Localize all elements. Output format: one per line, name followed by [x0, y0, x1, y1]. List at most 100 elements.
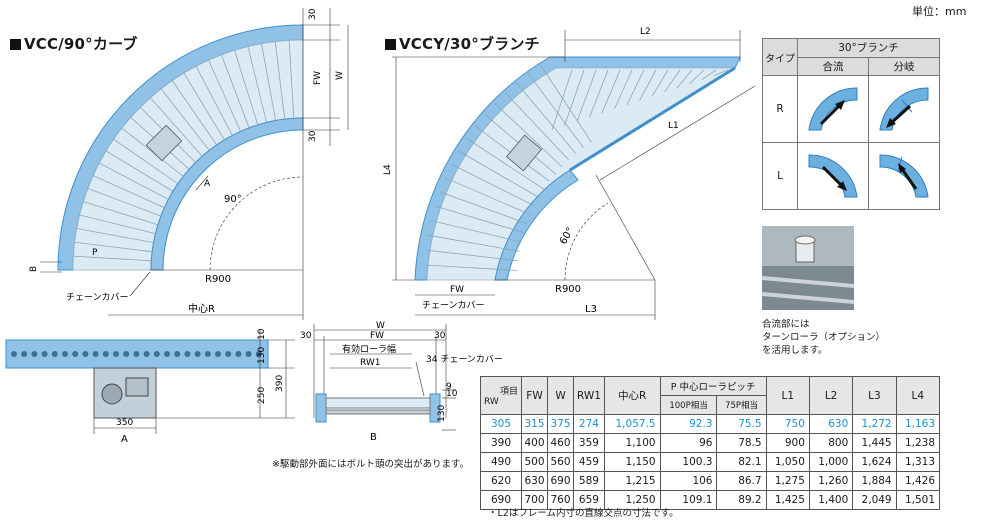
curve-label-p: P: [92, 248, 98, 258]
branch-drawing: L2 L1 L4 60° FW R900 チェーンカバー L3: [383, 27, 756, 320]
view-a-roller-dot: [133, 351, 140, 357]
curve-roller-line: [208, 60, 241, 132]
curve-roller-line: [234, 50, 259, 126]
unit-label: 単位：mm: [912, 5, 967, 18]
branch-roller-line: [425, 249, 519, 262]
spec-cell: 1,501: [895, 490, 941, 510]
curve-r900-label: R900: [205, 274, 231, 285]
branch-roller-line: [639, 69, 657, 101]
spec-cell: 100.3: [659, 452, 718, 472]
branch-roller-line: [551, 69, 573, 131]
view-b-rw1-title: 有効ローラ幅: [342, 343, 396, 355]
branch-roller-line: [576, 69, 597, 122]
spec-cell-rw: 620: [480, 471, 522, 491]
merge-header: 合流: [797, 56, 869, 76]
spec-cell: 1,400: [808, 490, 854, 510]
branch-header: 30°ブランチ: [797, 38, 940, 58]
curve-angle-label: 90°: [224, 194, 242, 205]
view-a-drawing: 10 130 250 390 350 A: [5, 328, 295, 445]
spec-cell: 630: [808, 414, 854, 434]
spec-cell: 460: [547, 433, 575, 453]
spec-cell: 359: [573, 433, 605, 453]
curve-label-a: A: [204, 179, 211, 189]
view-a-dim-130: 130: [257, 347, 267, 364]
curve-roller-line: [121, 127, 184, 177]
spec-cell: 400: [520, 433, 549, 453]
branch-roller-line: [689, 69, 705, 85]
spec-header-rw: RW: [484, 397, 499, 407]
spec-col-fw: FW: [520, 376, 549, 415]
split-header: 分岐: [868, 56, 940, 76]
curve-roller-line: [76, 228, 154, 243]
view-a-roller-dot: [92, 351, 99, 357]
curve-roller-line: [160, 88, 210, 151]
curve-roller-line: [221, 54, 250, 129]
spec-cell: 75.5: [716, 414, 767, 434]
spec-cell: 1,000: [808, 452, 854, 472]
spec-col-center-r: 中心R: [603, 376, 661, 415]
spec-cell: 1,250: [603, 490, 661, 510]
spec-cell: 1,057.5: [603, 414, 661, 434]
branch-roller-line: [424, 264, 518, 271]
curve-roller-line: [274, 41, 286, 120]
branch-roller-line: [444, 177, 531, 216]
drive-note: ※駆動部外面にはボルト頭の突出があります。: [272, 459, 470, 470]
view-b-dim-w: W: [376, 321, 385, 331]
r-split-cell: [868, 75, 940, 143]
view-b-left-frame: [315, 393, 327, 423]
curve-chain-cover-label: チェーンカバー: [66, 292, 129, 303]
view-a-roller-dot: [245, 351, 252, 357]
view-b-dim-30-right: 30: [434, 331, 446, 341]
curve-dim-w: W: [335, 71, 345, 80]
curve-roller-line: [195, 66, 233, 136]
spec-cell: 690: [547, 471, 575, 491]
spec-cell: 589: [573, 471, 605, 491]
spec-cell: 1,260: [808, 471, 854, 491]
photo-caption-line-2: ターンローラ（オプション）: [762, 332, 886, 343]
l-split-icon: [879, 153, 929, 197]
view-a-roller-dot: [62, 351, 68, 357]
branch-roller-line: [701, 69, 717, 80]
curve-roller-line: [288, 40, 295, 119]
spec-cell: 92.3: [659, 414, 718, 434]
view-b-roller: [325, 397, 431, 409]
l-merge-cell: [797, 142, 869, 210]
branch-roller-line: [714, 69, 729, 76]
branch-roller-line: [527, 72, 584, 148]
view-a-roller-dot: [184, 351, 191, 357]
spec-col-l2: L2: [808, 376, 854, 415]
spec-cell: 500: [520, 452, 549, 472]
spec-cell: 1,275: [765, 471, 810, 491]
spec-cell: 900: [765, 433, 810, 453]
curve-roller-line: [99, 162, 169, 200]
spec-cell: 1,238: [895, 433, 941, 453]
view-a-roller-dot: [194, 351, 201, 357]
view-a-roller-dot: [82, 351, 89, 357]
view-b-dim-fw: FW: [370, 331, 384, 341]
curve-section-title: VCC/90°カーブ: [10, 33, 138, 54]
view-a-roller-dot: [164, 351, 170, 357]
spec-cell: 1,100: [603, 433, 661, 453]
view-a-roller-dot: [113, 351, 119, 357]
spec-cell: 1,163: [895, 414, 941, 434]
curve-roller-line: [113, 139, 179, 184]
spec-cell: 86.7: [716, 471, 767, 491]
branch-dim-l3: L3: [585, 304, 597, 315]
curve-roller-line: [83, 201, 159, 226]
branch-angle-label: 60°: [558, 226, 576, 247]
view-b-chain-cover: 34 チェーンカバー: [426, 354, 503, 365]
view-a-roller-dot: [225, 351, 232, 357]
branch-roller-line: [589, 69, 609, 118]
spec-cell: 82.1: [716, 452, 767, 472]
l-split-cell: [868, 142, 940, 210]
branch-roller-line: [539, 64, 592, 143]
view-b-dim-10: 10: [446, 389, 458, 399]
curve-roller-line: [73, 255, 152, 262]
view-a-roller-dot: [204, 351, 211, 357]
spec-col-l1: L1: [765, 376, 810, 415]
view-a-dim-250: 250: [257, 387, 267, 404]
branch-roller-line: [664, 69, 681, 93]
